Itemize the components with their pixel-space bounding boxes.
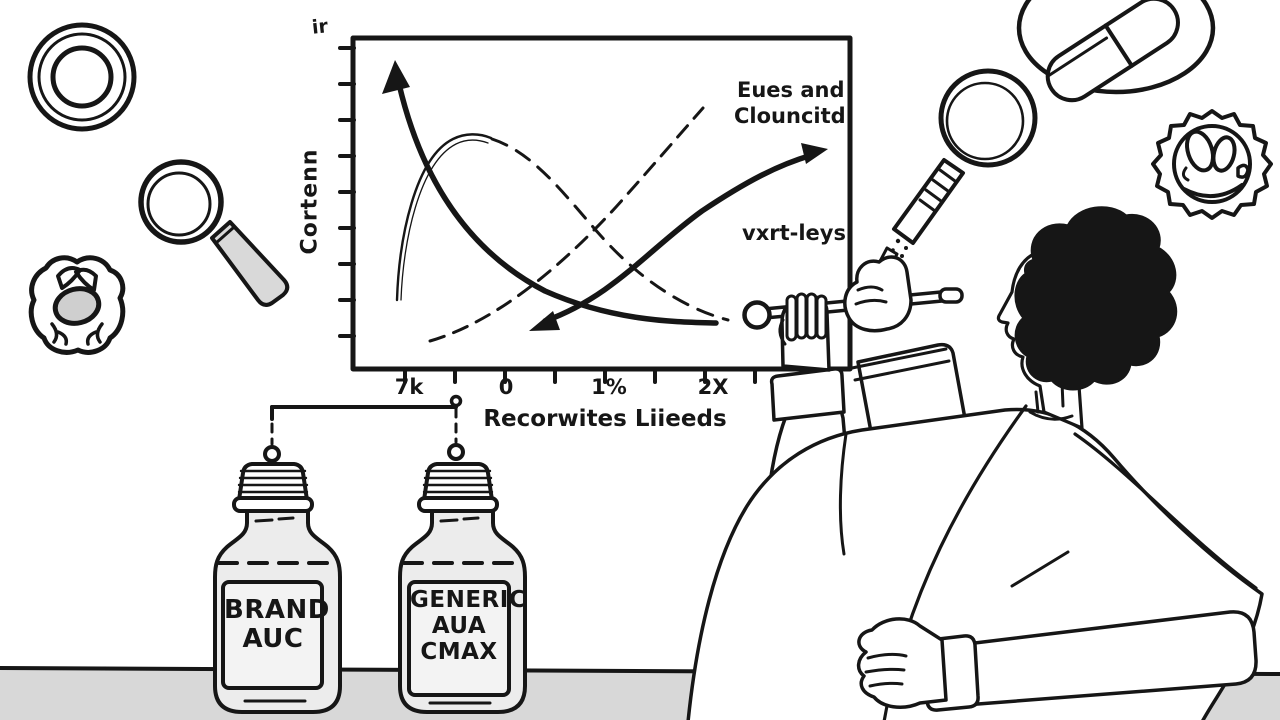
bottle-generic-label-panel xyxy=(407,580,511,697)
pointer-knob xyxy=(742,300,772,330)
s-curve xyxy=(529,143,828,331)
x-axis-label: Recorwites Liieeds xyxy=(483,406,727,432)
y-axis-ticks xyxy=(338,46,356,338)
concentric-rings-icon xyxy=(27,22,137,132)
x-tick-label-1pct: 1% xyxy=(591,375,627,399)
magnifier-right-icon xyxy=(891,68,1038,258)
upper-hand xyxy=(843,246,913,333)
bottle-brand xyxy=(213,462,342,714)
curve-annotation-line2: Clouncitd xyxy=(734,104,846,128)
curve-annotation-mid: vxrt-leys xyxy=(742,221,846,245)
x-tick-label-2x: 2X xyxy=(697,375,729,399)
bottle-brand-label: BRAND AUC xyxy=(224,595,330,655)
bottle-brand-label-panel xyxy=(221,580,324,690)
dashed-rising-curve xyxy=(428,106,705,343)
x-tick-label-0: 0 xyxy=(498,375,514,399)
pointer-hand-fingers xyxy=(778,292,828,346)
curve-annotation-line1: Eues and xyxy=(737,78,845,102)
magnifier-left-icon xyxy=(138,159,290,307)
bottle-brand-label-line2: AUC xyxy=(242,624,304,655)
bracket-connector xyxy=(263,394,465,463)
capsule-ellipse-icon xyxy=(1016,0,1216,103)
hair xyxy=(1014,206,1178,391)
bottle-generic xyxy=(398,462,527,714)
y-axis-label: Cortenn xyxy=(297,148,323,255)
x-tick-label-7k: 7k xyxy=(394,375,424,399)
left-cuff xyxy=(769,367,846,422)
gear-pill-icon xyxy=(1151,109,1273,220)
scientist xyxy=(686,206,1264,720)
decay-curve xyxy=(382,60,719,326)
bottle-generic-label-line2: AUA xyxy=(431,612,487,639)
chart-corner-note: ir xyxy=(310,15,329,39)
bottle-generic-label: GENERIC AUA CMAX xyxy=(410,587,527,665)
scalloped-pill-icon xyxy=(28,255,126,355)
scientist-head xyxy=(996,206,1178,430)
bottle-generic-label-line1: GENERIC xyxy=(410,587,527,613)
bottle-generic-label-line3: CMAX xyxy=(420,638,498,665)
bottle-brand-label-line1: BRAND xyxy=(224,595,330,625)
peak-curve xyxy=(395,133,730,322)
